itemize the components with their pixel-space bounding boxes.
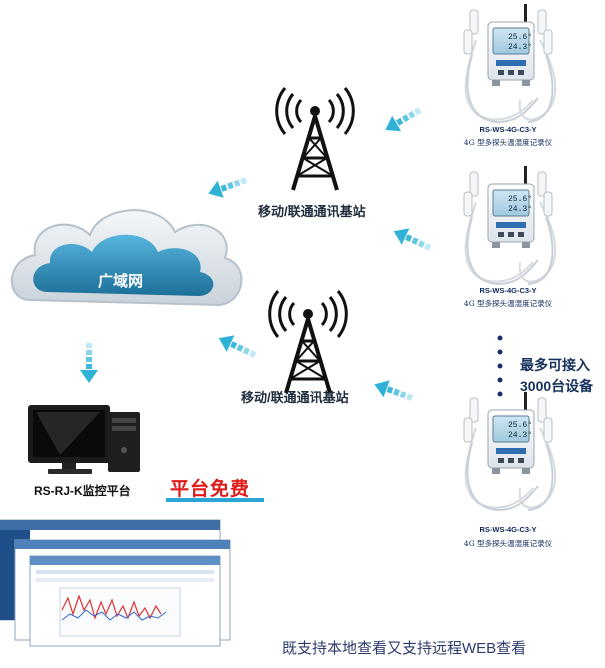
free-label: 平台免费 xyxy=(170,479,251,500)
device-model-label: RS-WS-4G-C3-Y xyxy=(479,525,537,534)
capacity-line2: 3000台设备 xyxy=(520,378,594,394)
device-model-label: RS-WS-4G-C3-Y xyxy=(479,125,537,134)
arrow-icon xyxy=(214,329,259,364)
platform-screenshots xyxy=(0,519,231,647)
capacity-line1: 最多可接入 xyxy=(520,357,590,373)
logger-device-icon-3 xyxy=(463,391,557,511)
device-model-label: RS-WS-4G-C3-Y xyxy=(479,286,537,295)
tower-icon-bottom xyxy=(267,289,349,395)
logger-device-icon-1 xyxy=(463,3,557,123)
platform-label: RS-RJ-K监控平台 xyxy=(34,484,131,498)
lcd-reading: 24.3° xyxy=(508,205,532,214)
bottom-caption: 既支持本地查看又支持远程WEB查看 xyxy=(282,640,527,657)
ellipsis-dots xyxy=(497,335,503,397)
free-underline xyxy=(166,498,264,502)
arrow-icon xyxy=(389,222,434,257)
arrow-icon xyxy=(205,171,250,203)
computer-icon xyxy=(28,405,140,474)
arrow-icon xyxy=(380,102,425,138)
station-label-top: 移动/联通通讯基站 xyxy=(258,204,366,219)
arrow-icon xyxy=(80,343,98,383)
station-label-bottom: 移动/联通通讯基站 xyxy=(241,390,349,405)
arrow-icon xyxy=(371,375,416,407)
logger-device-icon-2 xyxy=(463,165,557,285)
lcd-reading: 25.6° xyxy=(508,33,532,42)
cloud-label: 广域网 xyxy=(98,273,144,290)
lcd-reading: 25.6° xyxy=(508,421,532,430)
lcd-reading: 24.3° xyxy=(508,431,532,440)
cloud-icon xyxy=(10,209,243,307)
lcd-reading: 24.3° xyxy=(508,43,532,52)
device-desc-label: 4G 型多探头温湿度记录仪 xyxy=(463,138,553,147)
device-desc-label: 4G 型多探头温湿度记录仪 xyxy=(463,539,553,548)
tower-icon-top xyxy=(274,86,356,192)
lcd-reading: 25.6° xyxy=(508,195,532,204)
device-desc-label: 4G 型多探头温湿度记录仪 xyxy=(463,299,553,308)
